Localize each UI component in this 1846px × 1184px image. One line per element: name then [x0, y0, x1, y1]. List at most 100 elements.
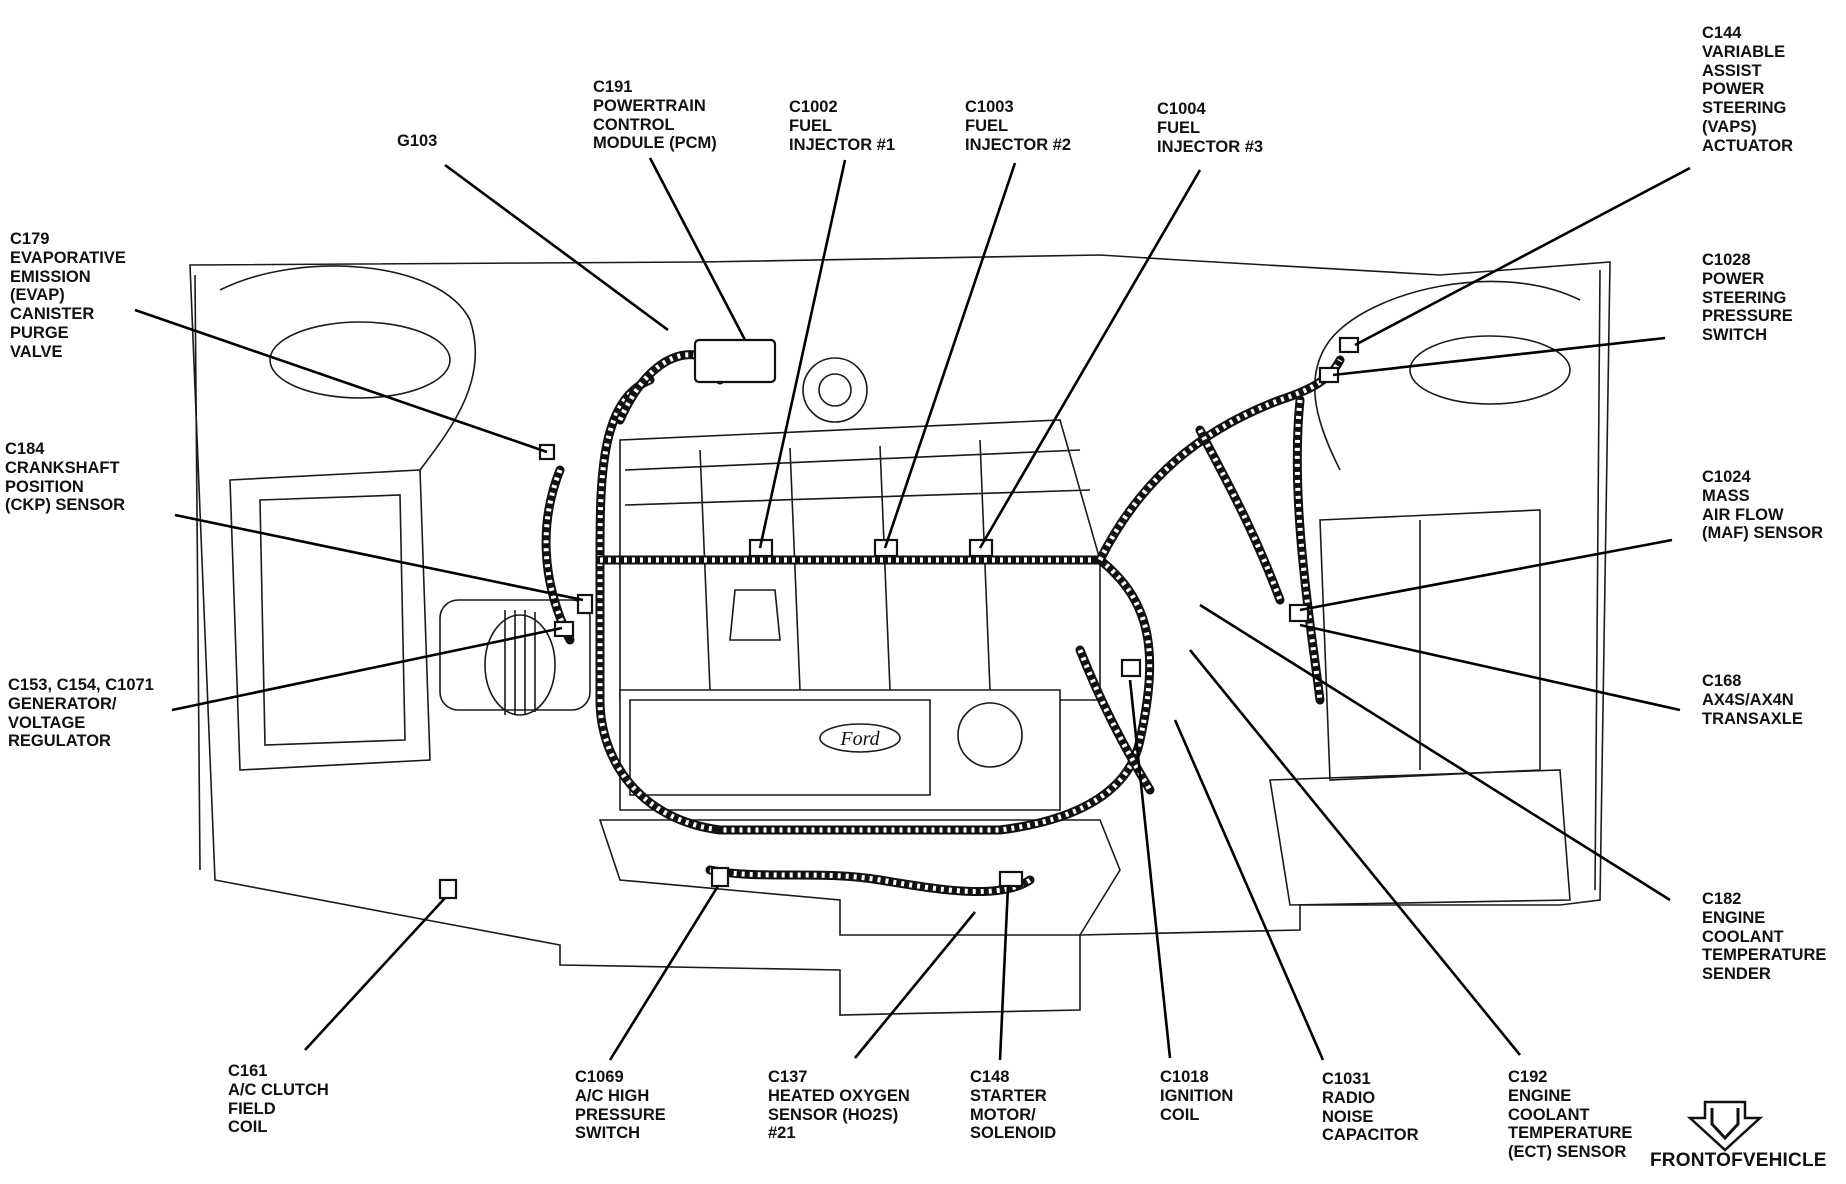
- callout-line: C1003: [965, 98, 1014, 116]
- callout-line: C1024: [1702, 468, 1751, 486]
- callout-line: REGULATOR: [8, 732, 111, 751]
- leader-c1002: [758, 159, 847, 549]
- engine-compartment: [189, 254, 1611, 1016]
- down-chevron-arrow-icon: [1686, 1100, 1764, 1152]
- leader-g103: [444, 163, 669, 332]
- ac-clutch-connector: [438, 878, 458, 900]
- callout-line: SWITCH: [575, 1124, 641, 1143]
- callout-line: C179: [10, 230, 50, 248]
- leader-c148: [998, 885, 1010, 1061]
- leader-lines: [134, 157, 1691, 1061]
- callout-line: PRESSURE: [575, 1105, 666, 1124]
- callout-line: ASSIST: [1702, 61, 1762, 80]
- callout-line: VARIABLE: [1702, 42, 1786, 61]
- callout-line: COOLANT: [1508, 1105, 1590, 1124]
- callout-line: GENERATOR/: [8, 694, 117, 713]
- leader-c137: [853, 911, 977, 1059]
- leader-c1069: [608, 885, 720, 1061]
- callout-line: MODULE (PCM): [593, 134, 717, 153]
- callout-line: COIL: [228, 1118, 268, 1137]
- callout-line: CONTROL: [593, 115, 675, 134]
- callout-line: VOLTAGE: [8, 713, 86, 732]
- callout-line: (VAPS): [1702, 117, 1757, 136]
- callout-line: C1031: [1322, 1070, 1371, 1088]
- callout-line: TEMPERATURE: [1702, 946, 1827, 965]
- callout-line: C137: [768, 1068, 808, 1086]
- callout-line: C1028: [1702, 251, 1751, 269]
- callout-line: C182: [1702, 890, 1742, 908]
- callout-line: C144: [1702, 24, 1742, 42]
- callout-line: FIELD: [228, 1099, 276, 1118]
- callout-line: C1002: [789, 98, 838, 116]
- ford-badge: Ford: [839, 728, 880, 750]
- starter-connector: [998, 870, 1024, 888]
- pcm-connector: [693, 338, 777, 384]
- callout-line: AIR FLOW: [1702, 505, 1784, 524]
- ac-high-pressure-connector: [710, 866, 730, 888]
- callout-line: CANISTER: [10, 305, 95, 324]
- leader-c1004: [978, 169, 1202, 549]
- callout-line: INJECTOR #1: [789, 135, 896, 154]
- leader-c1031: [1173, 719, 1325, 1061]
- callout-line: A/C HIGH: [575, 1086, 650, 1105]
- leader-c168: [1299, 623, 1681, 712]
- leader-c1003: [883, 162, 1017, 549]
- callout-line: MOTOR/: [970, 1105, 1036, 1124]
- callout-line: STARTER: [970, 1086, 1047, 1105]
- callout-line: HEATED OXYGEN: [768, 1086, 910, 1105]
- callout-line: RADIO: [1322, 1088, 1376, 1107]
- callout-line: AX4S/AX4N: [1702, 690, 1794, 709]
- callout-line: ACTUATOR: [1702, 136, 1794, 155]
- leader-c179: [134, 308, 548, 454]
- callout-line: #21: [768, 1124, 796, 1143]
- vaps-connector: [1338, 336, 1360, 354]
- callout-line: C1004: [1157, 100, 1206, 118]
- callout-line: IGNITION: [1160, 1086, 1234, 1105]
- callout-line: MASS: [1702, 486, 1750, 505]
- callout-line: C148: [970, 1068, 1010, 1086]
- callout-line: FUEL: [789, 116, 833, 135]
- callout-line: POWER: [1702, 269, 1765, 288]
- callout-line: TRANSAXLE: [1702, 709, 1803, 728]
- callout-line: (CKP) SENSOR: [5, 496, 126, 515]
- leader-c1028: [1332, 336, 1666, 377]
- callout-line: COOLANT: [1702, 927, 1784, 946]
- callout-line: NOISE: [1322, 1107, 1374, 1126]
- callout-line: CAPACITOR: [1322, 1126, 1419, 1145]
- callout-line: C191: [593, 78, 633, 96]
- callout-line: POWER: [1702, 80, 1765, 99]
- callout-line: ENGINE: [1508, 1086, 1572, 1105]
- callout-line: INJECTOR #3: [1157, 137, 1264, 156]
- callout-line: CRANKSHAFT: [5, 458, 120, 477]
- maf-connector: [1288, 603, 1310, 623]
- callout-line: C184: [5, 440, 45, 458]
- callout-line: C153, C154, C1071: [8, 676, 154, 694]
- callout-line: (ECT) SENSOR: [1508, 1143, 1627, 1162]
- leader-c1018: [1128, 679, 1172, 1059]
- leader-c182: [1199, 603, 1671, 902]
- callout-line: PRESSURE: [1702, 307, 1793, 326]
- callout-line: G103: [397, 132, 438, 150]
- callout-line: C168: [1702, 672, 1742, 690]
- callout-line: EVAPORATIVE: [10, 248, 126, 267]
- leader-c191: [648, 157, 747, 341]
- leader-c153: [171, 626, 563, 712]
- callout-line: PURGE: [10, 323, 69, 342]
